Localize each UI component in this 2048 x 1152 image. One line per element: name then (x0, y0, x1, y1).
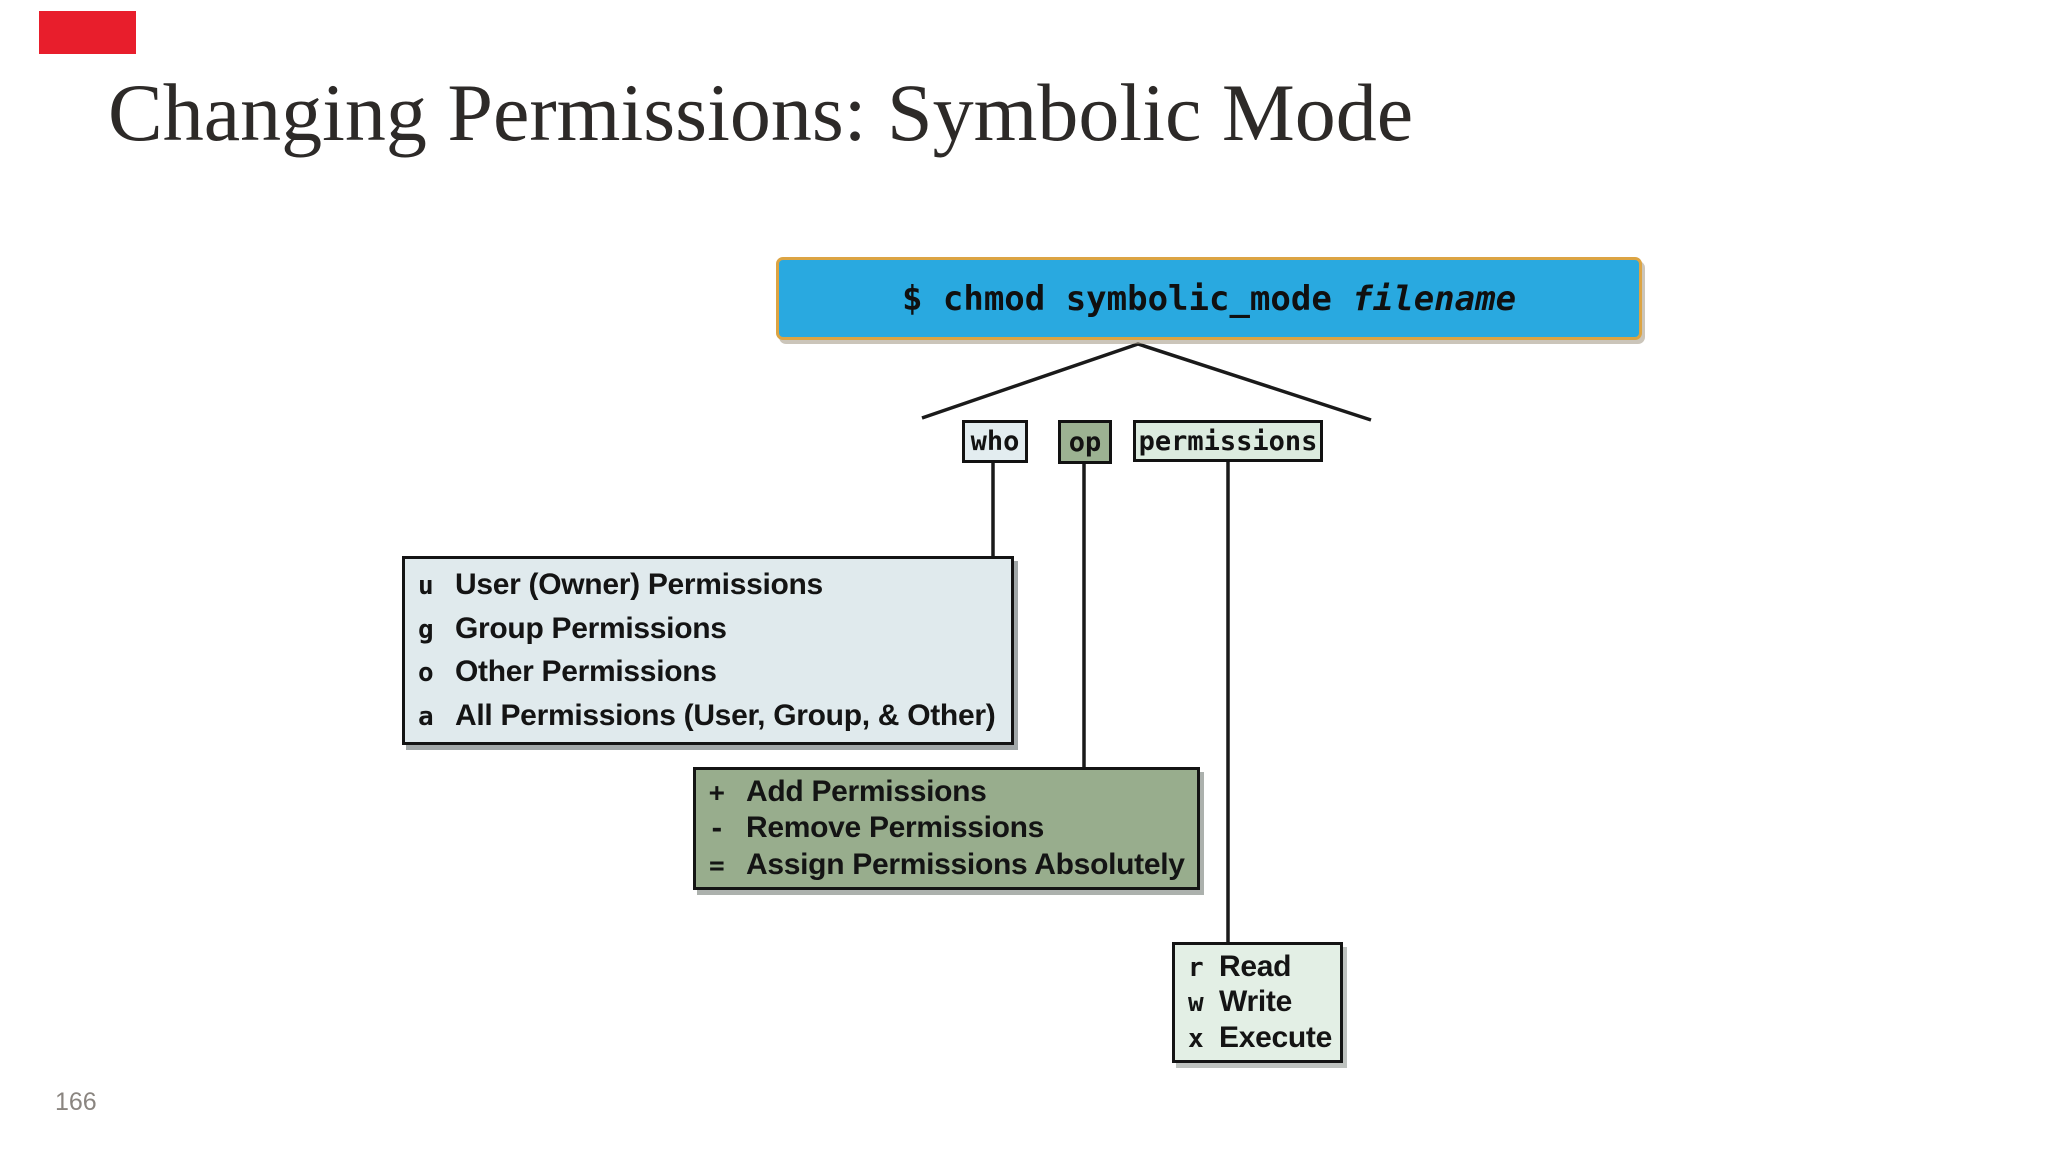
recording-badge (39, 11, 136, 54)
who-code-g: g (418, 614, 434, 645)
permissions-legend-box: r Read w Write x Execute (1172, 942, 1343, 1063)
perm-label-execute: Execute (1219, 1021, 1332, 1055)
legend-row: a All Permissions (User, Group, & Other) (418, 699, 1011, 733)
who-label-group: Group Permissions (455, 611, 727, 645)
perm-code-x: x (1188, 1024, 1204, 1055)
who-label-user: User (Owner) Permissions (455, 567, 823, 601)
command-space (1332, 279, 1352, 319)
roof-line (921, 342, 1372, 422)
perm-label-write: Write (1219, 985, 1292, 1019)
who-code-o: o (418, 658, 434, 689)
who-legend-box: u User (Owner) Permissions g Group Permi… (402, 556, 1014, 745)
op-legend-box: + Add Permissions - Remove Permissions =… (693, 767, 1200, 890)
perm-code-w: w (1188, 988, 1204, 1019)
permissions-node-label: permissions (1138, 425, 1318, 457)
chmod-command-box: $ chmod symbolic_mode filename (776, 257, 1642, 340)
page-number: 166 (55, 1088, 97, 1116)
legend-row: r Read (1188, 950, 1340, 984)
op-node-label: op (1068, 426, 1102, 458)
op-label-add: Add Permissions (746, 775, 987, 809)
legend-row: g Group Permissions (418, 612, 1011, 646)
legend-row: = Assign Permissions Absolutely (709, 848, 1197, 882)
op-label-assign: Assign Permissions Absolutely (746, 847, 1185, 881)
legend-row: o Other Permissions (418, 655, 1011, 689)
op-code-equals: = (709, 850, 725, 881)
command-text: $ chmod symbolic_mode (901, 278, 1332, 319)
op-label-remove: Remove Permissions (746, 811, 1045, 845)
who-code-a: a (418, 702, 434, 733)
op-code-minus: - (709, 814, 725, 845)
who-node-label: who (970, 426, 1020, 457)
legend-row: - Remove Permissions (709, 811, 1197, 845)
legend-row: w Write (1188, 985, 1340, 1019)
who-node-box: who (962, 420, 1028, 463)
who-label-all: All Permissions (User, Group, & Other) (455, 699, 996, 733)
perm-label-read: Read (1219, 949, 1292, 983)
permissions-node-box: permissions (1133, 420, 1323, 462)
op-code-plus: + (709, 778, 725, 809)
legend-row: + Add Permissions (709, 775, 1197, 809)
op-node-box: op (1058, 420, 1112, 464)
who-code-u: u (418, 570, 434, 601)
who-label-other: Other Permissions (455, 655, 717, 689)
legend-row: u User (Owner) Permissions (418, 568, 1011, 602)
slide-title: Changing Permissions: Symbolic Mode (108, 67, 1414, 158)
command-filename-argument: filename (1352, 278, 1517, 319)
legend-row: x Execute (1188, 1021, 1340, 1055)
perm-code-r: r (1188, 952, 1204, 983)
